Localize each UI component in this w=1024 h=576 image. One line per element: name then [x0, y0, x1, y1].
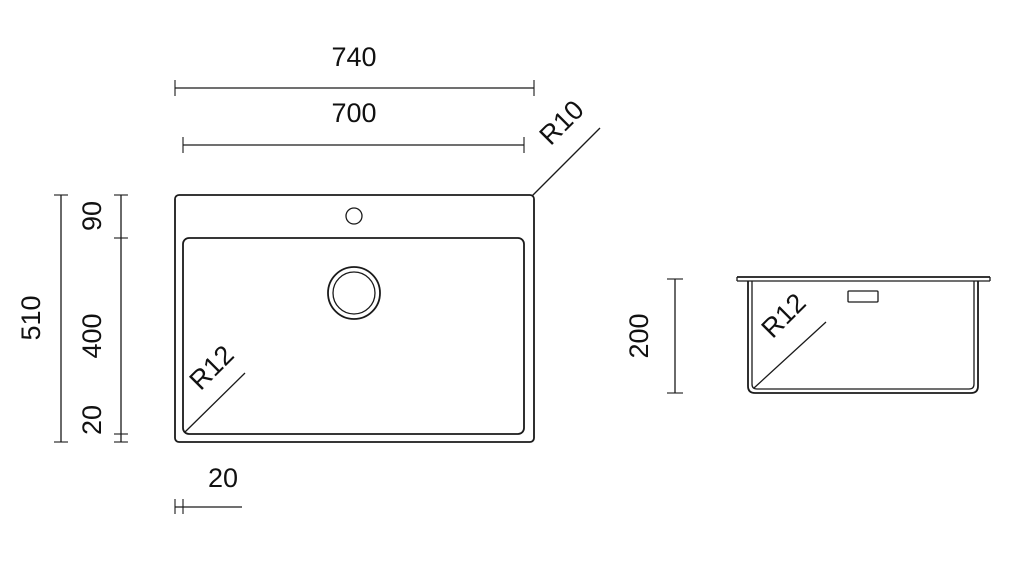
sink-outline — [174, 194, 535, 443]
dimension-depth-chain: 90 400 20 — [77, 194, 128, 443]
section-radius-label: R12 — [756, 288, 812, 344]
bowl-height-label: 200 — [624, 313, 654, 358]
side-ledge-label: 20 — [208, 463, 238, 493]
dimension-outer-radius: R10 — [531, 95, 601, 197]
back-ledge-label: 90 — [77, 201, 107, 231]
section-bowl-outline — [747, 281, 979, 394]
dimension-side-ledge: 20 — [174, 463, 242, 514]
front-ledge-label: 20 — [77, 405, 107, 435]
dimension-overall-depth: 510 — [16, 194, 68, 443]
dimension-overall-width: 740 — [174, 42, 535, 96]
tap-hole — [345, 207, 363, 225]
dimension-bowl-width: 700 — [182, 98, 525, 153]
overall-width-label: 740 — [331, 42, 376, 72]
overflow-slot — [847, 290, 879, 303]
section-view: R12 — [736, 276, 991, 394]
dimension-bowl-radius: R12 — [184, 340, 246, 433]
bowl-outline — [182, 237, 525, 435]
bowl-width-label: 700 — [331, 98, 376, 128]
dimension-bowl-height: 200 — [624, 278, 683, 394]
overall-depth-label: 510 — [16, 295, 46, 340]
outer-radius-label: R10 — [534, 95, 590, 151]
bowl-depth-label: 400 — [77, 313, 107, 358]
drain-icon — [327, 266, 381, 320]
